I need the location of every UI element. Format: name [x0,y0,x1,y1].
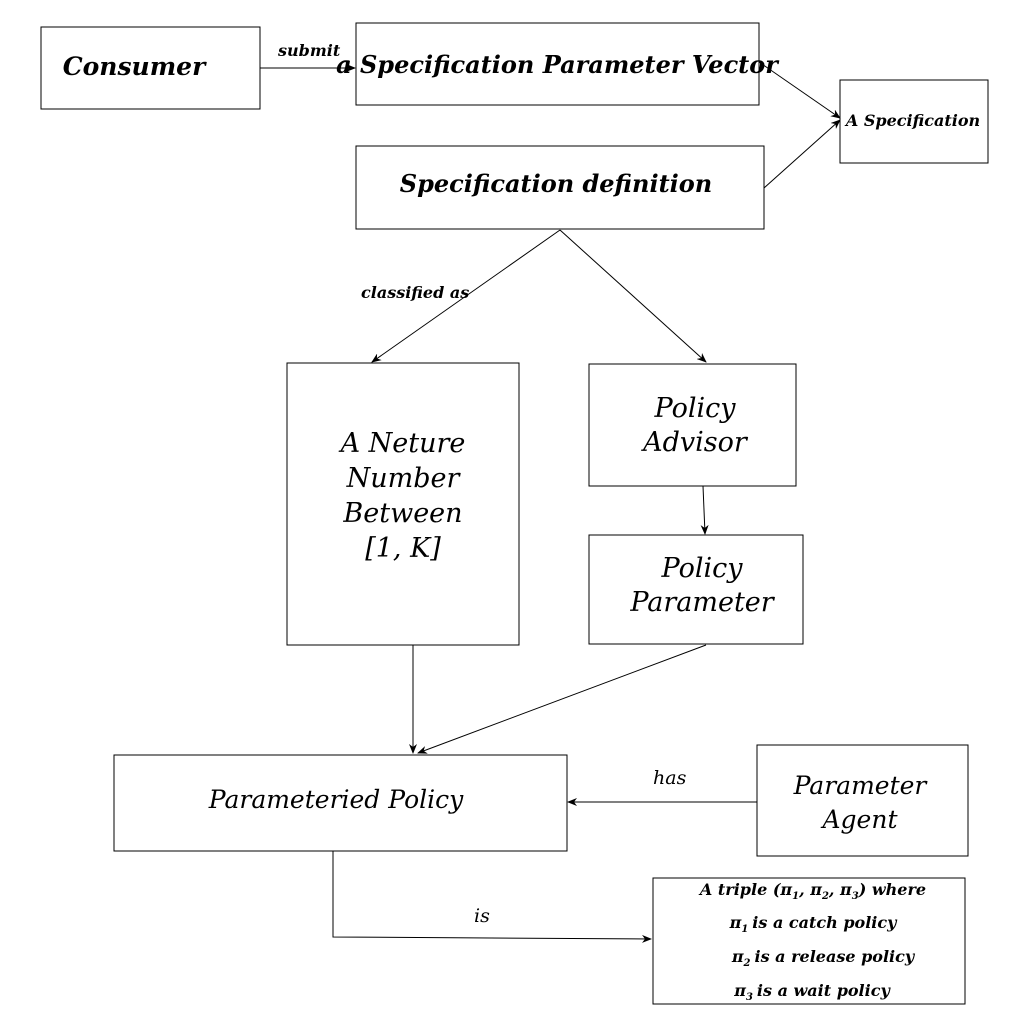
triple-prefix: A triple ( [698,880,782,899]
policy-parameter-label: Policy Parameter [629,553,775,618]
triple-line-release: π2 is a release policy [731,947,916,969]
edge-vector-to-specification [758,61,841,119]
subscript-2: 2 [743,958,751,969]
policy-parameter-box [588,534,804,645]
neture-number-line-3: Between [342,498,462,529]
pi-symbol: π [779,880,792,899]
consumer-box [40,26,261,110]
neture-number-line-4: [1, K] [365,533,441,564]
parameter-agent-line-1: Parameter [793,771,929,800]
subscript-3: 3 [746,992,753,1003]
edge-parameter-to-policy [417,644,707,754]
edge-definition-to-specification [763,119,841,189]
spec-definition-label: Specification definition [400,169,712,198]
subscript-2: 2 [821,891,829,902]
comma-2: , [828,880,840,899]
policy-advisor-label: Policy Advisor [640,393,749,458]
neture-number-line-1: A Neture [338,428,466,459]
parameteried-policy-label: Parameteried Policy [208,785,464,814]
subscript-3: 3 [852,891,859,902]
policy-parameter-line-1: Policy [661,553,744,584]
a-specification-box [839,79,989,164]
consumer-label: Consumer [63,52,207,81]
spec-param-vector-label: a Specification Parameter Vector [336,50,780,79]
triple-line-wait: π3 is a wait policy [733,981,891,1003]
policy-advisor-box [588,363,797,487]
spec-definition-box [355,145,765,230]
triple-box [652,877,966,1005]
triple-line-catch: π1 is a catch policy [729,913,898,935]
pi-symbol: π [729,913,742,932]
edge-advisor-to-parameter [700,485,709,535]
parameter-agent-line-2: Agent [821,805,899,834]
parameter-agent-label: Parameter Agent [793,771,929,834]
comma-1: , [798,880,810,899]
edge-label-classified-as: classified as [361,283,469,302]
policy-parameter-line-2: Parameter [629,587,775,618]
pi-symbol: π [839,880,852,899]
edge-policy-to-triple [332,851,652,943]
pi-symbol: π [809,880,822,899]
subscript-1: 1 [741,924,748,935]
release-policy-text: is a release policy [755,947,916,966]
a-specification-label: A Specification [844,111,980,130]
policy-advisor-line-1: Policy [654,393,737,424]
pi-symbol: π [731,947,744,966]
edge-label-is: is [474,905,490,927]
edge-definition-to-neture [371,229,561,363]
edge-label-has: has [653,767,687,789]
edge-label-submit: submit [277,41,341,60]
catch-policy-text: is a catch policy [752,913,898,932]
triple-line-1: A triple (π1, π2, π3) where [698,880,926,902]
neture-number-line-2: Number [346,463,462,494]
parameter-agent-box [756,744,969,857]
spec-param-vector-box [355,22,760,106]
triple-suffix: ) where [858,880,926,899]
edge-definition-to-advisor [559,229,707,363]
pi-symbol: π [733,981,746,1000]
parameteried-policy-box [113,754,568,852]
policy-advisor-line-2: Advisor [640,427,749,458]
wait-policy-text: is a wait policy [757,981,892,1000]
subscript-1: 1 [792,891,799,902]
neture-number-label: A Neture Number Between [1, K] [338,428,466,564]
neture-number-box [286,362,520,646]
